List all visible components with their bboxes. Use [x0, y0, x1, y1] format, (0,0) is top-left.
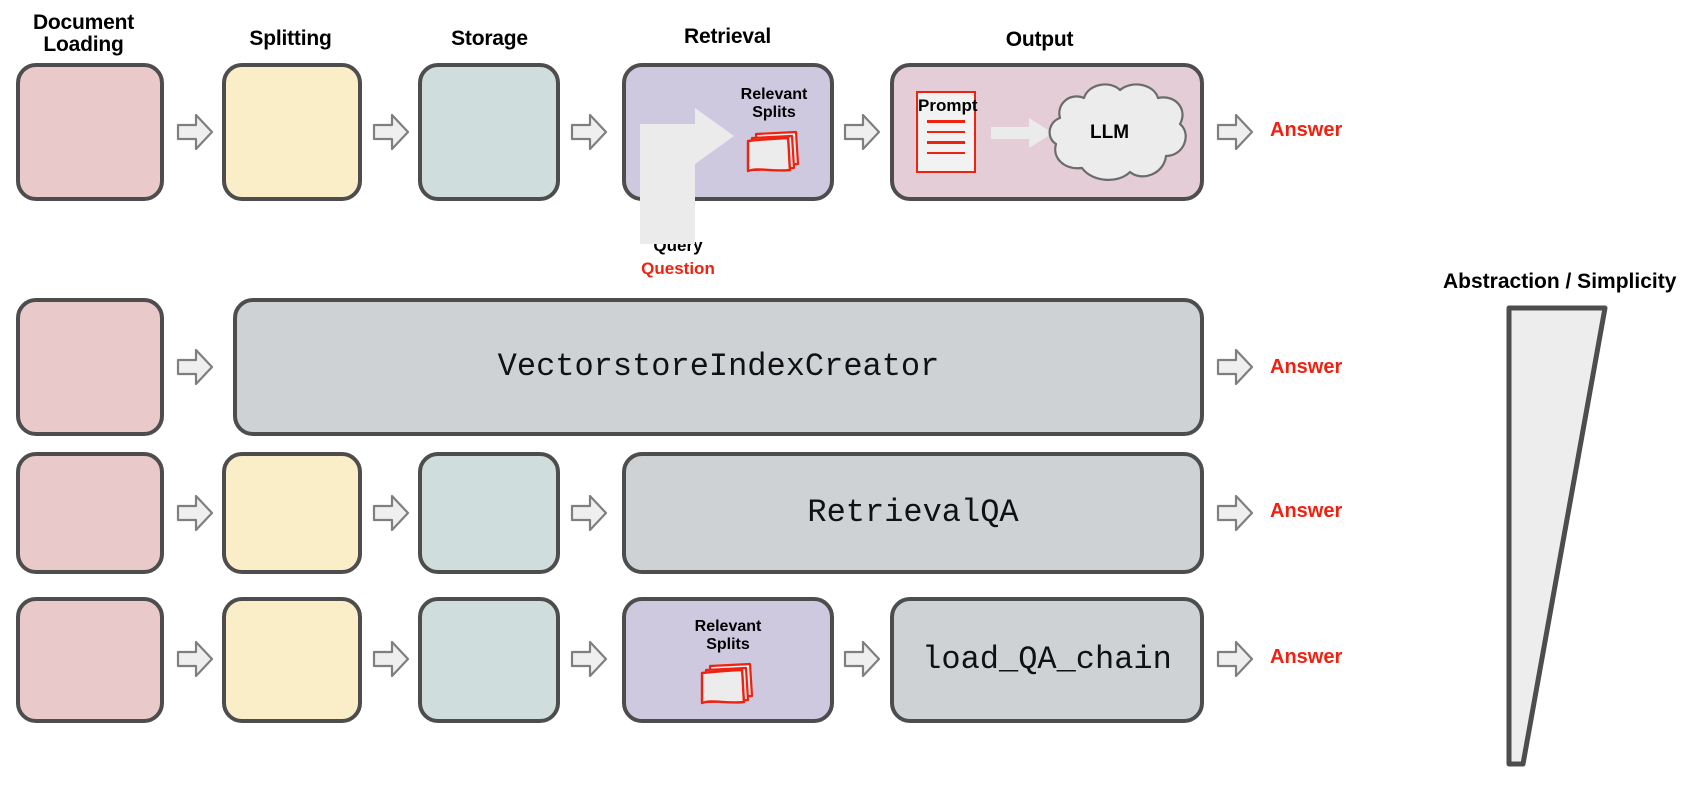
prompt-lines — [918, 120, 974, 154]
row3-storage-box[interactable] — [418, 452, 560, 574]
row3-arrow-3-icon — [570, 493, 608, 533]
row1-storage-box[interactable] — [418, 63, 560, 201]
row1-arrow-2-icon — [372, 112, 410, 152]
prompt-label: Prompt — [918, 96, 978, 115]
row3-arrow-2-icon — [372, 493, 410, 533]
prompt-to-llm-arrow-icon — [991, 118, 1053, 148]
stage-title-retrieval: Retrieval — [684, 25, 771, 48]
row3-arrow-1-icon — [176, 493, 214, 533]
stage-title-document-loading: Document Loading — [32, 11, 135, 57]
llm-label: LLM — [1090, 122, 1130, 143]
row4-relevant-splits: Relevant Splits — [676, 618, 780, 706]
row4-document-loading-box[interactable] — [16, 597, 164, 723]
row4-splitting-box[interactable] — [222, 597, 362, 723]
row1-relevant-splits-label: Relevant Splits — [740, 86, 808, 121]
row4-chain-label: load_QA_chain — [922, 641, 1172, 678]
question-label: Question — [641, 259, 715, 278]
row2-vectorstore-index-creator-box[interactable] — [233, 298, 1204, 436]
row3-arrow-4-icon — [1216, 493, 1254, 533]
row4-arrow-1-icon — [176, 639, 214, 679]
retrieval-t-arrow-icon — [640, 108, 750, 244]
row1-relevant-splits: Relevant Splits — [722, 86, 826, 174]
stage-title-output: Output — [1005, 28, 1074, 51]
row1-splitting-box[interactable] — [222, 63, 362, 201]
llm-cloud-icon: LLM — [1042, 80, 1190, 186]
row4-relevant-splits-label: Relevant Splits — [694, 618, 762, 653]
row4-answer-label: Answer — [1270, 646, 1343, 668]
row2-chain-label: VectorstoreIndexCreator — [497, 348, 940, 385]
row2-arrow-2-icon — [1216, 347, 1254, 387]
prompt-document-icon: Prompt — [916, 91, 978, 173]
row4-retrieval-box[interactable] — [622, 597, 834, 723]
row1-arrow-4-icon — [843, 112, 881, 152]
row3-answer-label: Answer — [1270, 500, 1343, 522]
row4-storage-box[interactable] — [418, 597, 560, 723]
relevant-splits-stack-icon — [696, 658, 760, 706]
row3-splitting-box[interactable] — [222, 452, 362, 574]
stage-title-storage: Storage — [451, 27, 528, 50]
row4-load-qa-chain-box[interactable] — [890, 597, 1204, 723]
row4-arrow-5-icon — [1216, 639, 1254, 679]
row3-retrieval-qa-box[interactable] — [622, 452, 1204, 574]
row1-arrow-5-icon — [1216, 112, 1254, 152]
row4-arrow-4-icon — [843, 639, 881, 679]
row1-answer-label: Answer — [1270, 119, 1343, 141]
abstraction-title: Abstraction / Simplicity — [1443, 270, 1677, 293]
row1-arrow-1-icon — [176, 112, 214, 152]
row3-document-loading-box[interactable] — [16, 452, 164, 574]
row1-arrow-3-icon — [570, 112, 608, 152]
row2-answer-label: Answer — [1270, 356, 1343, 378]
row1-document-loading-box[interactable] — [16, 63, 164, 201]
row4-arrow-3-icon — [570, 639, 608, 679]
stage-title-splitting: Splitting — [249, 27, 332, 50]
row4-arrow-2-icon — [372, 639, 410, 679]
row3-chain-label: RetrievalQA — [807, 494, 1019, 531]
row2-document-loading-box[interactable] — [16, 298, 164, 436]
row2-arrow-1-icon — [176, 347, 214, 387]
relevant-splits-stack-icon — [742, 126, 806, 174]
abstraction-triangle-icon — [1505, 302, 1611, 772]
